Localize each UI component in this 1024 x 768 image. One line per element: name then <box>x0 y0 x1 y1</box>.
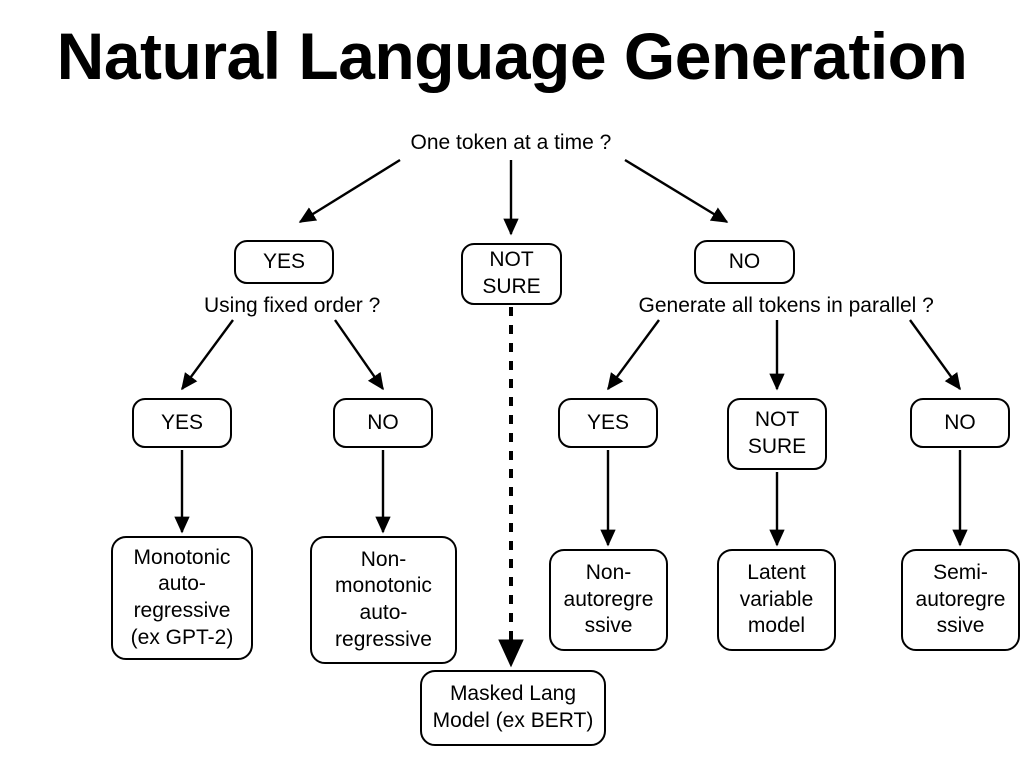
leaf-latent-variable-model[interactable]: Latent variable model <box>717 549 836 651</box>
edge-root-to-no <box>624 158 729 224</box>
node-root-not-sure[interactable]: NOT SURE <box>461 243 562 305</box>
page-title: Natural Language Generation <box>56 19 968 93</box>
question-using-fixed-order: Using fixed order ? <box>204 294 381 317</box>
edge-fixed-order-to-no <box>334 319 384 391</box>
leaf-masked-lang-model[interactable]: Masked Lang Model (ex BERT) <box>420 670 606 746</box>
leaf-non-autoregressive[interactable]: Non- autoregre ssive <box>549 549 668 651</box>
question-generate-all-tokens-in-parallel: Generate all tokens in parallel ? <box>638 294 934 317</box>
leaf-semi-autoregressive[interactable]: Semi- autoregre ssive <box>901 549 1020 651</box>
edge-parallel-to-no <box>909 319 961 391</box>
node-fixed-order-yes[interactable]: YES <box>132 398 232 448</box>
node-root-yes[interactable]: YES <box>234 240 334 284</box>
leaf-monotonic-auto-regressive[interactable]: Monotonic auto- regressive (ex GPT-2) <box>111 536 253 660</box>
node-fixed-order-no[interactable]: NO <box>333 398 433 448</box>
edge-parallel-to-yes <box>607 319 660 391</box>
question-root: One token at a time ? <box>410 131 612 154</box>
node-parallel-yes[interactable]: YES <box>558 398 658 448</box>
node-parallel-not-sure[interactable]: NOT SURE <box>727 398 827 470</box>
edge-fixed-order-to-yes <box>181 319 234 391</box>
node-parallel-no[interactable]: NO <box>910 398 1010 448</box>
leaf-non-monotonic-auto-regressive[interactable]: Non- monotonic auto- regressive <box>310 536 457 664</box>
node-root-no[interactable]: NO <box>694 240 795 284</box>
edge-root-to-yes <box>298 158 401 224</box>
